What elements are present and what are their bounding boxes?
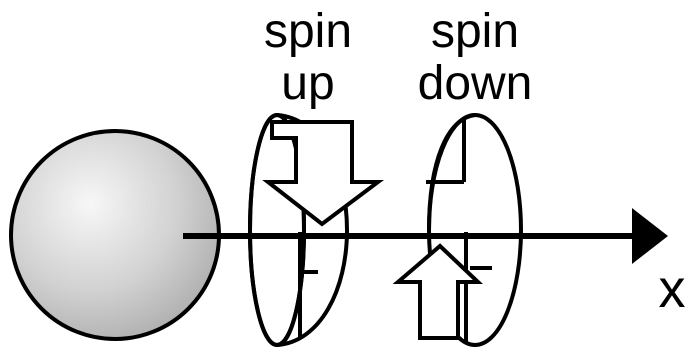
spin-down-arrow [392, 243, 484, 340]
spin-down-label-line2: down [417, 57, 533, 110]
spin-up-label-line1: spin [263, 5, 353, 58]
x-axis-label: x [658, 259, 686, 319]
spin-up-ring [248, 113, 350, 347]
spin-down-label-line1: spin [430, 5, 520, 58]
spin-up-arrow [262, 120, 384, 227]
x-axis-arrowhead [632, 208, 668, 264]
spin-up-label-line2: up [281, 57, 335, 110]
